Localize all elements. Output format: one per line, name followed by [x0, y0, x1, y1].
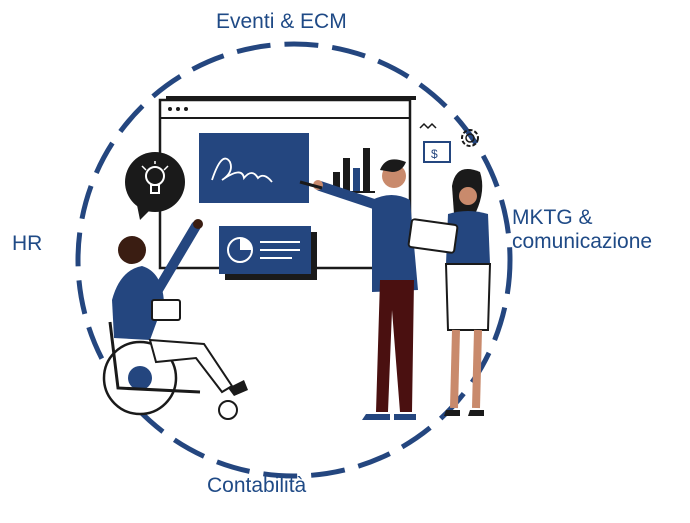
lightbulb-icon — [125, 152, 185, 220]
signature-card — [199, 133, 309, 203]
svg-text:$: $ — [431, 147, 438, 161]
money-icon: $ — [419, 122, 451, 163]
label-contabilita: Contabilità — [207, 474, 307, 497]
person-woman-laptop — [407, 169, 492, 416]
pie-chart-card — [219, 226, 317, 280]
label-mktg: MKTG & — [512, 206, 593, 229]
gear-icon — [461, 129, 479, 147]
label-eventi-ecm: Eventi & ECM — [216, 10, 347, 33]
person-wheelchair — [102, 219, 248, 420]
label-mktg-comunicazione: MKTG & comunicazione — [512, 206, 652, 254]
label-hr: HR — [12, 232, 43, 255]
person-presenter — [299, 159, 418, 420]
dashed-ring — [75, 41, 513, 479]
label-comunicazione: comunicazione — [512, 230, 653, 254]
pie-chart-icon — [227, 237, 253, 263]
